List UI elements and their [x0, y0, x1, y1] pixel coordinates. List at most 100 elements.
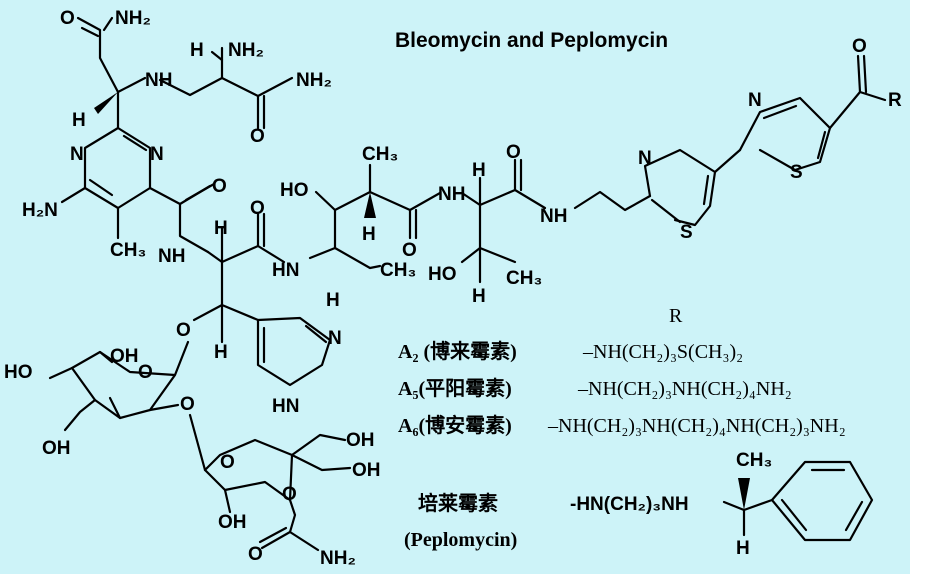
bond — [770, 460, 874, 542]
atom-label: CH₃ — [110, 240, 146, 261]
bond — [290, 453, 352, 472]
bond — [223, 453, 294, 502]
atom-label: NH — [145, 70, 172, 91]
bond — [478, 246, 517, 264]
bond — [98, 350, 114, 364]
bond-lines — [48, 16, 887, 552]
atom-label: NH₂ — [320, 548, 356, 569]
atom-label: H₂N — [22, 200, 58, 221]
bond — [203, 468, 232, 514]
bond — [828, 90, 887, 130]
atom-label: O — [138, 362, 153, 383]
variant-name: A₂ (博来霉素) — [398, 339, 517, 363]
variant-substituent: –NH(CH₂)₃NH(CH₂)₄NH(CH₂)₃NH₂ — [547, 415, 846, 437]
atom-label: NH — [158, 246, 185, 267]
atom-label: CH₃ — [362, 144, 398, 165]
bond — [122, 134, 148, 152]
atom-labels: O NH₂ H NH₂ NH NH₂ O H N N H₂N CH₃ O NH … — [4, 8, 902, 569]
atom-label: CH₃ — [506, 268, 542, 289]
atom-label: NH₂ — [228, 40, 264, 61]
atom-label: O — [506, 142, 521, 163]
bond — [158, 46, 224, 97]
atom-label: CH₃ — [380, 260, 416, 281]
bond — [256, 244, 286, 264]
wedge-bond — [94, 92, 118, 114]
bond — [188, 413, 347, 472]
peplomycin-name-cn: 培莱霉素 — [418, 491, 498, 515]
bond — [573, 190, 652, 212]
bond — [83, 90, 152, 210]
atom-label: N — [638, 148, 652, 169]
atom-label: H — [472, 160, 486, 181]
atom-label: N — [70, 144, 84, 165]
bond — [702, 174, 710, 206]
atom-label: N — [748, 90, 762, 111]
atom-label: H — [72, 110, 86, 131]
bond — [102, 16, 114, 32]
atom-label: S — [790, 162, 803, 183]
bond — [856, 54, 862, 94]
atom-label: O — [282, 484, 297, 505]
bond — [220, 76, 260, 130]
bond — [206, 212, 260, 264]
bond — [333, 246, 382, 270]
bond — [178, 202, 210, 254]
atom-label: HO — [428, 264, 457, 285]
atom-label: HN — [272, 260, 299, 281]
bond — [314, 190, 337, 212]
atom-label: N — [150, 144, 164, 165]
atom-label: O — [250, 198, 265, 219]
diagram-title: Bleomycin and Peplomycin — [395, 29, 668, 52]
bond — [192, 303, 224, 322]
atom-label: H — [214, 218, 228, 239]
bond — [148, 184, 212, 206]
bond — [460, 158, 517, 207]
atom-label: H — [214, 342, 228, 363]
peplomycin-substituent: -HN(CH₂)₃NH — [570, 494, 689, 515]
atom-label: OH — [110, 346, 139, 367]
bond — [780, 498, 808, 532]
atom-label: O — [250, 126, 265, 147]
atom-label: R — [888, 90, 902, 111]
atom-label: OH — [352, 460, 381, 481]
atom-label: HN — [272, 396, 299, 417]
bond — [816, 130, 827, 160]
atom-label: NH — [438, 184, 465, 205]
bond — [308, 190, 412, 260]
peplomycin-name-en: (Peplomycin) — [404, 529, 517, 551]
bond — [76, 16, 120, 94]
peplomycin-methyl: CH₃ — [736, 450, 772, 471]
peplomycin-hydrogen: H — [736, 538, 750, 559]
bond — [48, 366, 74, 380]
atom-label: H — [362, 224, 376, 245]
atom-label: O — [220, 452, 235, 473]
bond — [288, 498, 320, 552]
bond — [256, 76, 294, 98]
bond — [408, 191, 442, 212]
bond — [304, 324, 328, 344]
wedge-bond — [364, 192, 376, 218]
atom-label: O — [852, 36, 867, 57]
atom-label: O — [176, 320, 191, 341]
bond — [148, 403, 180, 412]
bond — [844, 500, 864, 532]
bond — [650, 198, 682, 224]
bond — [210, 50, 224, 62]
bond — [108, 396, 122, 420]
r-group-table: R A₂ (博来霉素) –NH(CH₂)₃S(CH₃)₂ A₅(平阳霉素) –N… — [398, 305, 846, 559]
bond — [460, 203, 482, 264]
atom-label: H — [190, 40, 204, 61]
atom-label: HO — [280, 180, 309, 201]
variant-name: A₆(博安霉素) — [398, 413, 512, 437]
bond — [258, 526, 288, 544]
bond — [220, 260, 260, 322]
atom-label: S — [680, 222, 693, 243]
bond — [116, 76, 147, 94]
atom-label: O — [402, 240, 417, 261]
atom-label: NH₂ — [115, 8, 151, 29]
atom-label: O — [212, 176, 227, 197]
atom-label: H — [472, 286, 486, 307]
variant-substituent: –NH(CH₂)₃S(CH₃)₂ — [582, 341, 743, 363]
